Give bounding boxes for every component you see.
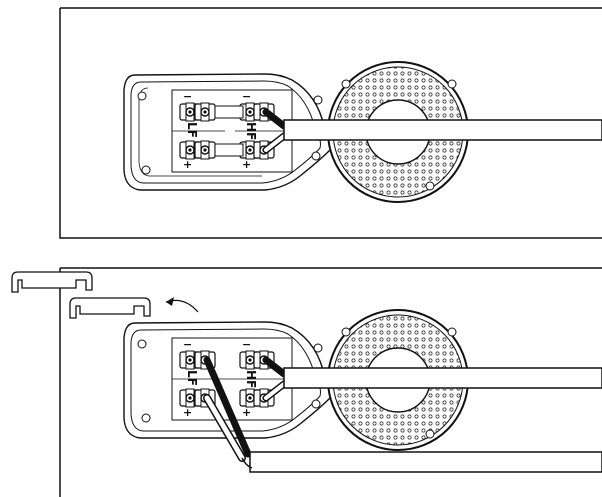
top-panel-frame [59,7,602,239]
removed-jumper-clip-1 [11,271,93,293]
screw-icon [311,399,321,409]
lf-plus-label: + [183,158,192,171]
lf-speaker-cable [203,356,602,473]
lf-label: LF [185,370,199,386]
lf-minus-label: − [183,90,192,103]
jumper-bar-bottom [214,143,244,157]
hf-label: HF [244,122,258,140]
screw-icon [311,151,321,161]
screw-icon [137,91,147,101]
bottom-panel-frame [59,267,602,497]
lf-minus-label: − [183,338,192,351]
hf-plus-label: + [242,158,251,171]
top-panel: − + LF − + HF [59,7,602,239]
hf-plus-label: + [242,406,251,419]
lf-label: LF [185,122,199,138]
bottom-panel: − + LF − + HF [11,267,602,497]
hf-label: HF [244,370,258,388]
hf-minus-label: − [242,338,251,351]
binding-posts-top [179,102,275,160]
arrow-head-icon [166,297,174,306]
jumper-bar-top [214,105,244,119]
hf-speaker-cable [262,356,602,402]
screw-icon [313,95,323,105]
removed-jumper-clip-2 [69,297,151,319]
screw-icon [137,339,147,349]
lf-plus-label: + [183,406,192,419]
screw-icon [141,165,151,175]
speaker-cable-top [262,108,602,154]
screw-icon [313,343,323,353]
hf-minus-label: − [242,90,251,103]
screw-icon [141,413,151,423]
